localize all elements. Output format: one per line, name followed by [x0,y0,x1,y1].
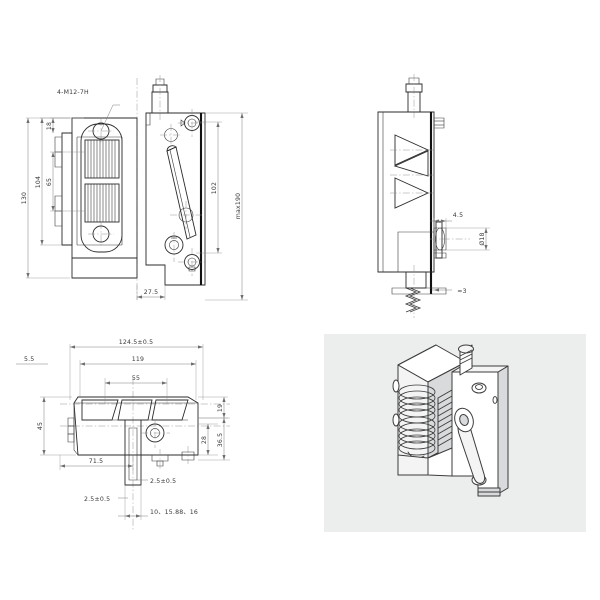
top-dim-45-label: 45 [37,422,44,430]
front-mount-bolt-upper [178,109,206,137]
iso-lower-extension [397,454,429,476]
front-dim-130-label: 130 [21,192,28,204]
top-dim-71-5: 71.5 [59,455,134,470]
front-dim-102-label: 102 [211,182,218,194]
top-dim-55-label: 55 [132,375,140,382]
front-spring-hatch-lower [87,184,116,222]
front-dim-102: 102 [196,121,222,254]
front-dim-65-label: 65 [46,178,53,186]
iso-lower-extension-side [427,447,453,477]
top-dim-45: 45 [37,396,76,456]
top-dim-5-5: 5.5 [16,356,48,365]
front-dim-104-label: 104 [35,176,42,188]
iso-plate-pin-hole [492,396,498,404]
iso-disc-stack [437,389,453,457]
iso-coil-spring-lower [398,416,436,456]
side-dim-approx3: ≈3 [432,288,467,295]
front-top-stud-cap [155,78,165,86]
top-plan-view: 124.5±0.5 119 55 [16,339,230,530]
top-bolt-tab-right [181,451,195,461]
front-spring-hatch-upper [87,140,116,178]
top-dim-119: 119 [79,356,197,400]
front-thread-callout-leader [100,104,120,132]
front-dim-18: 18 [46,117,84,133]
side-bracket-tab [433,117,445,129]
side-top-stud-cap [408,77,420,85]
top-dim-36-5-label: 36.5 [217,433,224,448]
front-dim-max190-label: max190 [235,193,242,220]
side-helical-spring [404,287,422,313]
iso-lever-eye-bore [459,414,469,426]
top-dim-rail-options-label: 10、15.88、16 [150,509,198,516]
front-dim-18-label: 18 [46,122,53,130]
top-dim-55: 55 [104,375,168,404]
front-dim-max190: max190 [205,112,248,301]
top-dim-124-5-label: 124.5±0.5 [119,339,154,346]
top-dim-2-5-b-label: 2.5±0.5 [84,496,110,503]
front-left-jaw [61,132,73,246]
front-lever-arm-top-cap [166,145,177,152]
front-left-pad-lower [54,195,63,212]
side-pivot-bolt [430,221,470,259]
front-lever-arm-midline [169,149,191,238]
front-spring-pack-lower [84,183,120,223]
side-disc-spring-stack [390,134,434,209]
side-base-rail [391,287,447,295]
front-left-pad-lower2 [54,210,63,227]
front-dim-65: 65 [46,151,84,212]
side-elevation-view: 4.5 Ø18 ≈3 [377,74,490,318]
side-dim-approx3-label: ≈3 [457,288,467,295]
top-dim-36-5: 36.5 [198,417,230,461]
side-lower-block [397,231,435,273]
top-dim-19: 19 [198,396,228,419]
top-dim-71-5-label: 71.5 [89,458,104,465]
front-dim-27-5-label: 27.5 [144,289,159,296]
top-dim-28: 28 [198,423,218,456]
top-dim-19-label: 19 [217,404,224,412]
top-bolt-tab-left [151,454,169,462]
iso-top-stud-cap [458,344,474,354]
side-dim-dia18-label: Ø18 [478,232,486,245]
iso-side-lug-upper [392,379,400,393]
front-mount-bolt-lower [178,248,206,276]
front-dim-130: 130 [21,117,70,279]
top-pivot-boss [141,419,170,448]
side-foot-block [405,271,427,289]
top-dim-5-5-label: 5.5 [24,356,34,363]
top-left-pad-1 [67,417,75,427]
front-lever-arm [166,146,197,240]
front-dim-27-5: 27.5 [136,285,166,300]
top-left-pad-2 [67,425,75,435]
side-dim-4-5: 4.5 [430,212,463,232]
front-dowel-hole [160,124,182,146]
top-dim-2-5-b: 2.5±0.5 [84,496,128,503]
iso-plate-bolt-upper [471,382,487,394]
front-thread-callout-label: 4-M12-7H [57,89,89,96]
front-spring-pack-upper [84,139,120,179]
top-dim-2-5-a: 2.5±0.5 [137,478,176,485]
top-dim-rail-options: 10、15.88、16 [118,485,198,520]
top-left-pad-3 [67,433,75,443]
isometric-illustration [324,334,586,532]
front-plate-tab [145,112,151,126]
side-dim-4-5-label: 4.5 [453,212,463,219]
top-dim-119-label: 119 [132,356,144,363]
top-bolt-tab-left-stud [156,460,164,467]
front-elevation-view: 4-M12-7H [21,75,248,301]
top-dim-28-label: 28 [201,436,208,444]
front-left-pad-upper2 [54,151,63,168]
front-lever-plate-outline [145,112,206,286]
side-dim-dia18: Ø18 [446,227,490,251]
iso-mount-plate-side [497,365,509,495]
front-left-pad-upper [54,136,63,153]
iso-top-stud-knurl [459,349,473,365]
top-dim-2-5-a-label: 2.5±0.5 [150,478,176,485]
top-dim-124-5: 124.5±0.5 [69,339,204,400]
iso-side-lug-lower [392,413,400,427]
